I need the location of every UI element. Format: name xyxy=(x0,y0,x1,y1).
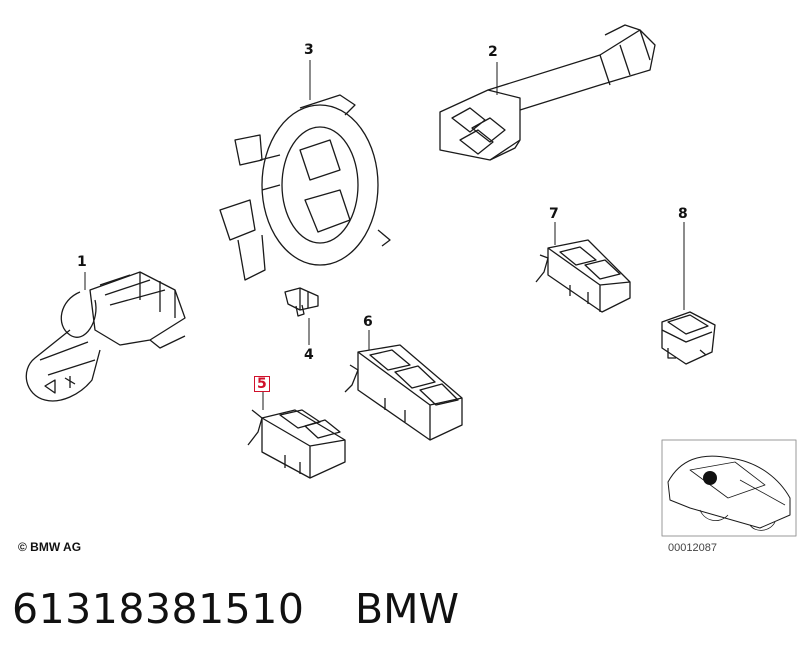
copyright-text: © BMW AG xyxy=(18,540,82,554)
callout-6: 6 xyxy=(363,314,373,330)
part-6-switch-block xyxy=(344,344,463,441)
vehicle-location-thumbnail xyxy=(661,439,797,537)
callout-4: 4 xyxy=(304,347,314,363)
part-7-switch-block xyxy=(535,239,631,313)
callout-7: 7 xyxy=(549,206,559,222)
part-4-pin xyxy=(284,287,319,317)
callout-5: 5 xyxy=(254,376,270,392)
brand-name: BMW xyxy=(355,585,460,633)
part-1-stalk-switch xyxy=(25,271,186,402)
callout-2: 2 xyxy=(488,44,498,60)
callout-8: 8 xyxy=(678,206,688,222)
part-5-switch xyxy=(247,409,346,479)
leader-lines xyxy=(84,60,685,410)
part-3-steering-column-ring xyxy=(219,94,391,281)
part-2-stalk-switch xyxy=(439,24,656,161)
callout-3: 3 xyxy=(304,42,314,58)
callout-1: 1 xyxy=(77,254,87,270)
part-number: 61318381510 xyxy=(12,585,305,633)
part-8-rocker-switch xyxy=(661,311,716,365)
diagram-code: 00012087 xyxy=(668,542,717,554)
